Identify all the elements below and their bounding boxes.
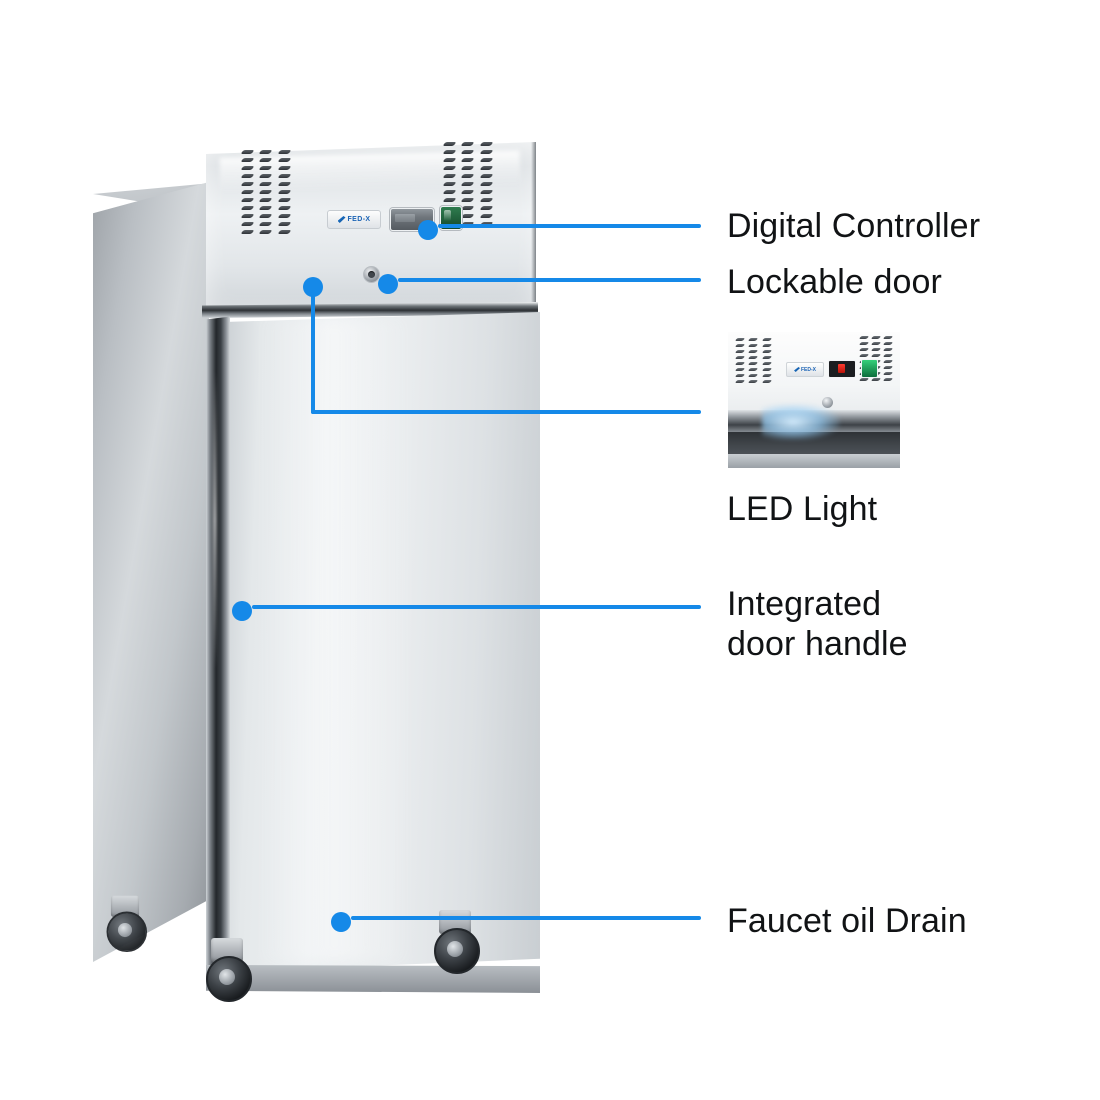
led-glow [762, 404, 840, 440]
callout-line-led-light-horizontal [311, 410, 701, 414]
brand-badge: FED-X [327, 210, 381, 229]
photo-brand-badge-label: FED-X [801, 366, 816, 373]
callout-label-digital-controller: Digital Controller [727, 207, 981, 245]
callout-label-led-light: LED Light [727, 490, 878, 528]
callout-label-lockable-door: Lockable door [727, 263, 942, 301]
brand-swoosh-icon [337, 216, 346, 223]
caster-hub [219, 969, 235, 985]
caster-rear-left [105, 895, 147, 953]
door-sheen [260, 320, 410, 960]
photo-digital-display [828, 360, 856, 378]
photo-door-lock [822, 397, 833, 408]
callout-line-faucet-oil-drain [351, 916, 701, 920]
caster-front-left [204, 938, 252, 1002]
callout-line-lockable-door [398, 278, 701, 282]
callout-dot-faucet-oil-drain [331, 912, 351, 932]
photo-vent-louvres-left [734, 338, 774, 383]
vent-louvres-left [240, 150, 294, 234]
callout-dot-lockable-door [378, 274, 398, 294]
photo-power-switch [861, 359, 878, 378]
chrome-trim-strip [202, 302, 538, 318]
callout-label-integrated-door-handle: Integrated door handle [727, 585, 908, 663]
handle-highlight [213, 370, 217, 670]
callout-dot-led-light [303, 277, 323, 297]
product-image: FED-X [80, 120, 540, 1002]
door-lock-keyhole[interactable] [363, 266, 380, 283]
caster-hub [447, 941, 463, 957]
brand-badge-label: FED-X [347, 216, 371, 223]
photo-shelf [728, 454, 900, 468]
callout-line-integrated-door-handle [252, 605, 701, 609]
cabinet-door[interactable] [228, 312, 540, 972]
photo-brand-swoosh-icon [794, 367, 800, 372]
caster-hub [117, 923, 133, 938]
caster-bracket [110, 895, 140, 917]
callout-line-digital-controller [438, 224, 701, 228]
photo-brand-badge: FED-X [786, 362, 824, 377]
caster-front-right [432, 910, 480, 974]
led-light-inset-photo: FED-X [728, 332, 900, 468]
callout-label-faucet-oil-drain: Faucet oil Drain [727, 902, 967, 940]
cabinet-side-panel [93, 182, 209, 962]
callout-line-led-light-vertical [311, 292, 315, 414]
callout-dot-integrated-door-handle [232, 601, 252, 621]
integrated-door-handle[interactable] [206, 316, 230, 978]
callout-dot-digital-controller [418, 220, 438, 240]
cabinet-base [206, 965, 540, 993]
